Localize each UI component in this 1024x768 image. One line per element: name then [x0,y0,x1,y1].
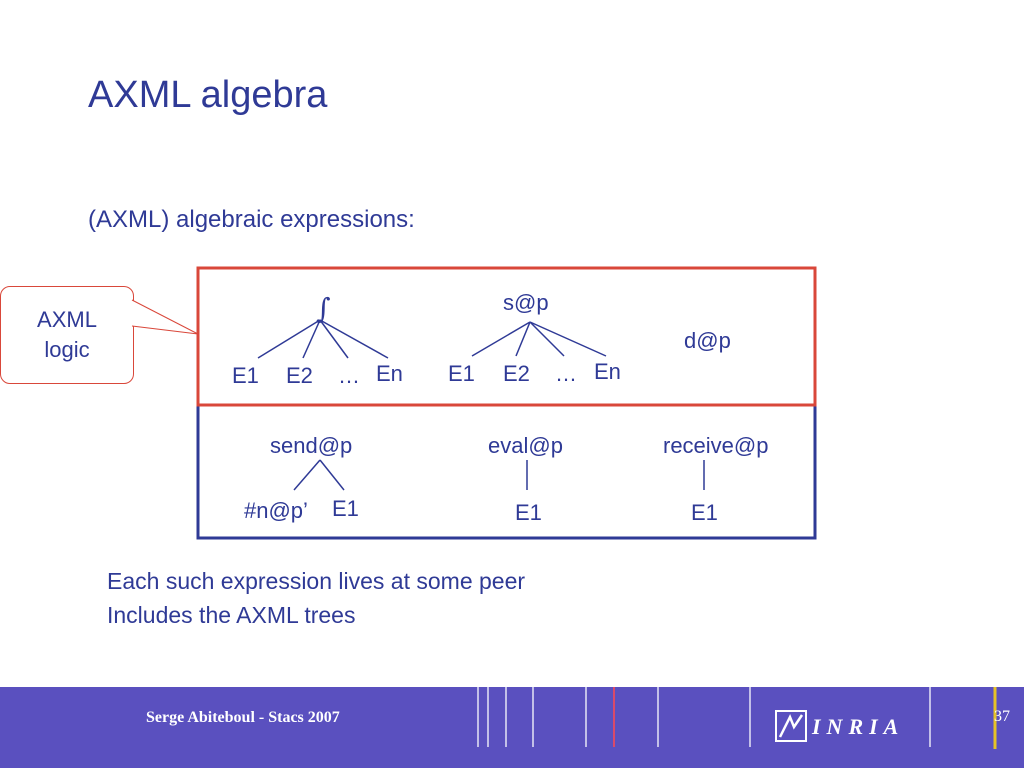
tree-integral-child-ellipsis: … [338,363,360,388]
tree-eval: eval@p E1 [488,433,563,525]
slide-title: AXML algebra [88,74,328,116]
axml-logic-box [196,266,817,407]
tree-receive-root: receive@p [663,433,769,458]
footer-author: Serge Abiteboul - Stacs 2007 [146,709,340,726]
inria-logo: INRIA [812,714,905,739]
tree-send: send@p #n@p’ E1 [244,433,359,523]
slide-subtitle: (AXML) algebraic expressions: [88,206,415,233]
tree-service-call-root: s@p [503,290,549,315]
tree-integral-child-1: E1 [232,363,259,388]
tree-send-child-2: E1 [332,496,359,521]
tree-service-call-child-n: En [594,359,621,384]
tree-receive-child: E1 [691,500,718,525]
tree-service-call-child-1: E1 [448,361,475,386]
footer-decoration [477,687,997,749]
callout-pointer [131,299,199,335]
tree-integral-root: ∫ [316,292,331,325]
tree-service-call-child-2: E2 [503,361,530,386]
document-at-peer: d@p [684,328,731,353]
tree-service-call-child-ellipsis: … [555,361,577,386]
tree-integral: ∫ E1 E2 … En [232,292,403,388]
tree-integral-child-n: En [376,361,403,386]
tree-eval-root: eval@p [488,433,563,458]
tree-receive: receive@p E1 [663,433,769,525]
tree-eval-child: E1 [515,500,542,525]
tree-service-call: s@p E1 E2 … En [448,290,621,386]
inria-emblem-icon [775,710,807,742]
tree-send-child-1: #n@p’ [244,498,308,523]
body-line-2: Includes the AXML trees [107,602,356,628]
axml-logic-callout: AXML logic [0,286,134,384]
callout-label: AXML logic [37,307,97,362]
page-number: 37 [994,708,1010,725]
tree-integral-child-2: E2 [286,363,313,388]
tree-send-root: send@p [270,433,352,458]
body-line-1: Each such expression lives at some peer [107,568,526,594]
footer-bar [0,687,1024,768]
